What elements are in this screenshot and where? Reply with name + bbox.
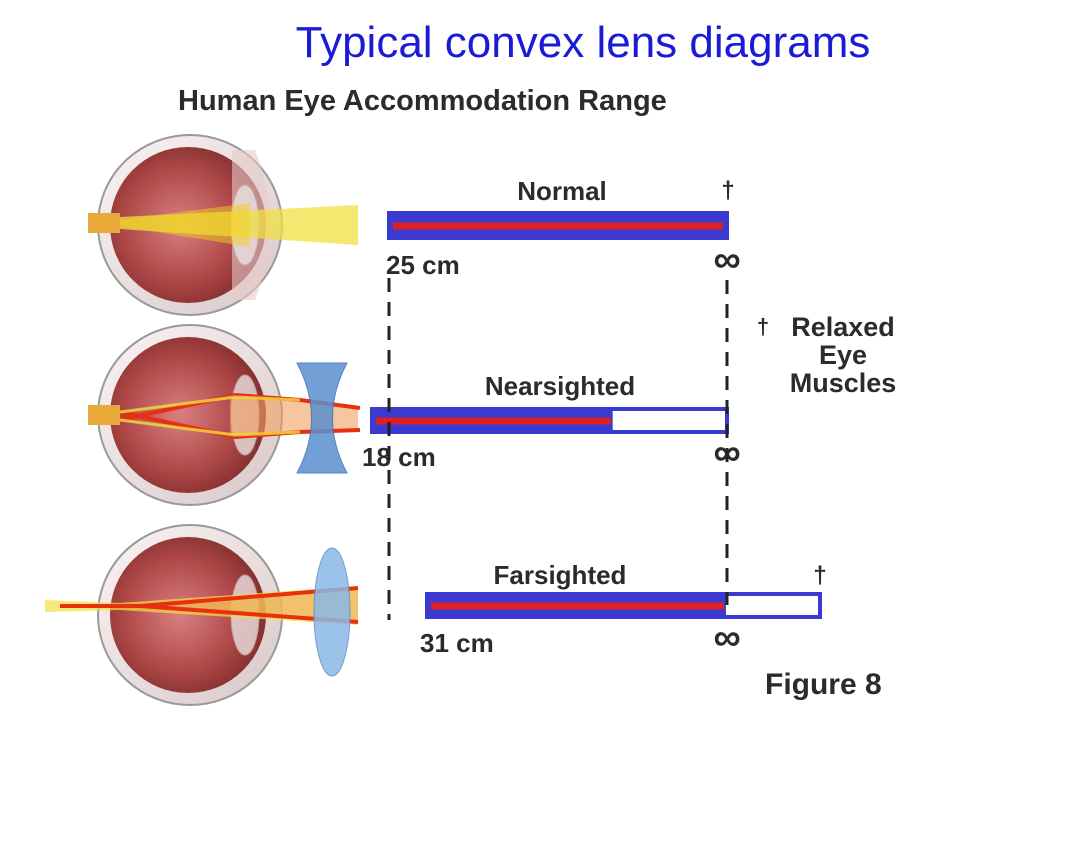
eye-farsighted: [45, 524, 359, 706]
row-label-normal: Normal: [517, 176, 607, 206]
range-bars: [370, 211, 822, 619]
arrow-icon: †: [813, 562, 826, 589]
near-point-nearsighted: 18 cm: [362, 442, 436, 472]
range-line-farsighted: [431, 602, 724, 610]
concave-lens-icon: [296, 362, 348, 474]
page-title: Typical convex lens diagrams: [295, 18, 871, 67]
range-line-nearsighted: [376, 417, 611, 425]
figure-caption: Figure 8: [765, 668, 882, 701]
relaxed-label-line3: Muscles: [790, 368, 897, 398]
near-point-normal: 25 cm: [386, 250, 460, 280]
row-label-farsighted: Farsighted: [494, 560, 627, 590]
near-point-farsighted: 31 cm: [420, 628, 494, 658]
infinity-farsighted: ∞: [713, 617, 740, 659]
figure-heading: Human Eye Accommodation Range: [178, 85, 667, 117]
range-line-normal: [393, 222, 723, 230]
eye-normal: [88, 134, 358, 316]
relaxed-label-line1: Relaxed: [791, 312, 895, 342]
arrow-icon: †: [721, 177, 734, 204]
convex-lens-icon: [313, 547, 351, 677]
infinity-normal: ∞: [713, 239, 740, 281]
arrow-icon: †: [757, 314, 769, 339]
row-label-nearsighted: Nearsighted: [485, 371, 635, 401]
eye-nearsighted: [88, 324, 361, 506]
relaxed-label-line2: Eye: [819, 340, 867, 370]
